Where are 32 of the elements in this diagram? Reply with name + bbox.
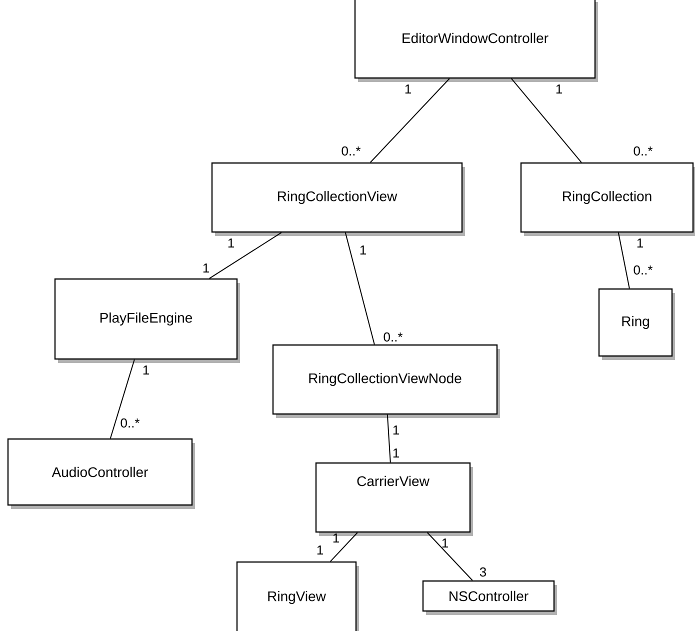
class-box: RingCollection — [520, 162, 695, 236]
multiplicity-label: 0..* — [634, 265, 653, 275]
multiplicity-label: 1 — [143, 366, 149, 374]
class-box: RingCollectionViewNode — [272, 344, 500, 418]
multiplicity-label: 3 — [480, 567, 486, 577]
multiplicity-label: 0..* — [384, 332, 403, 342]
association-line — [208, 232, 282, 279]
multiplicity-label: 1 — [393, 426, 399, 434]
association-line — [110, 359, 135, 439]
class-box: Ring — [598, 288, 676, 360]
multiplicity-label: 1 — [333, 534, 339, 542]
multiplicity-label: 1 — [203, 264, 209, 272]
association-line — [426, 532, 473, 581]
class-box: AudioController — [7, 438, 195, 509]
multiplicity-label: 1 — [360, 246, 366, 254]
association-line — [370, 78, 450, 163]
multiplicity-label: 1 — [442, 538, 448, 548]
multiplicity-label: 0..* — [120, 418, 140, 428]
multiplicity-label: 1 — [393, 448, 399, 458]
association-line — [330, 532, 358, 562]
association-line — [618, 232, 630, 289]
association-line — [386, 414, 391, 463]
class-box: EditorWindowController — [354, 0, 598, 82]
multiplicity-label: 1 — [317, 546, 323, 554]
association-line — [344, 232, 375, 345]
class-box: PlayFileEngine — [54, 278, 240, 363]
multiplicity-label: 1 — [228, 238, 234, 248]
class-box: RingView — [236, 561, 359, 631]
class-box: NSController — [422, 580, 557, 615]
multiplicity-label: 0..* — [342, 146, 361, 156]
class-box: RingCollectionView — [211, 162, 465, 236]
association-line — [510, 78, 582, 163]
